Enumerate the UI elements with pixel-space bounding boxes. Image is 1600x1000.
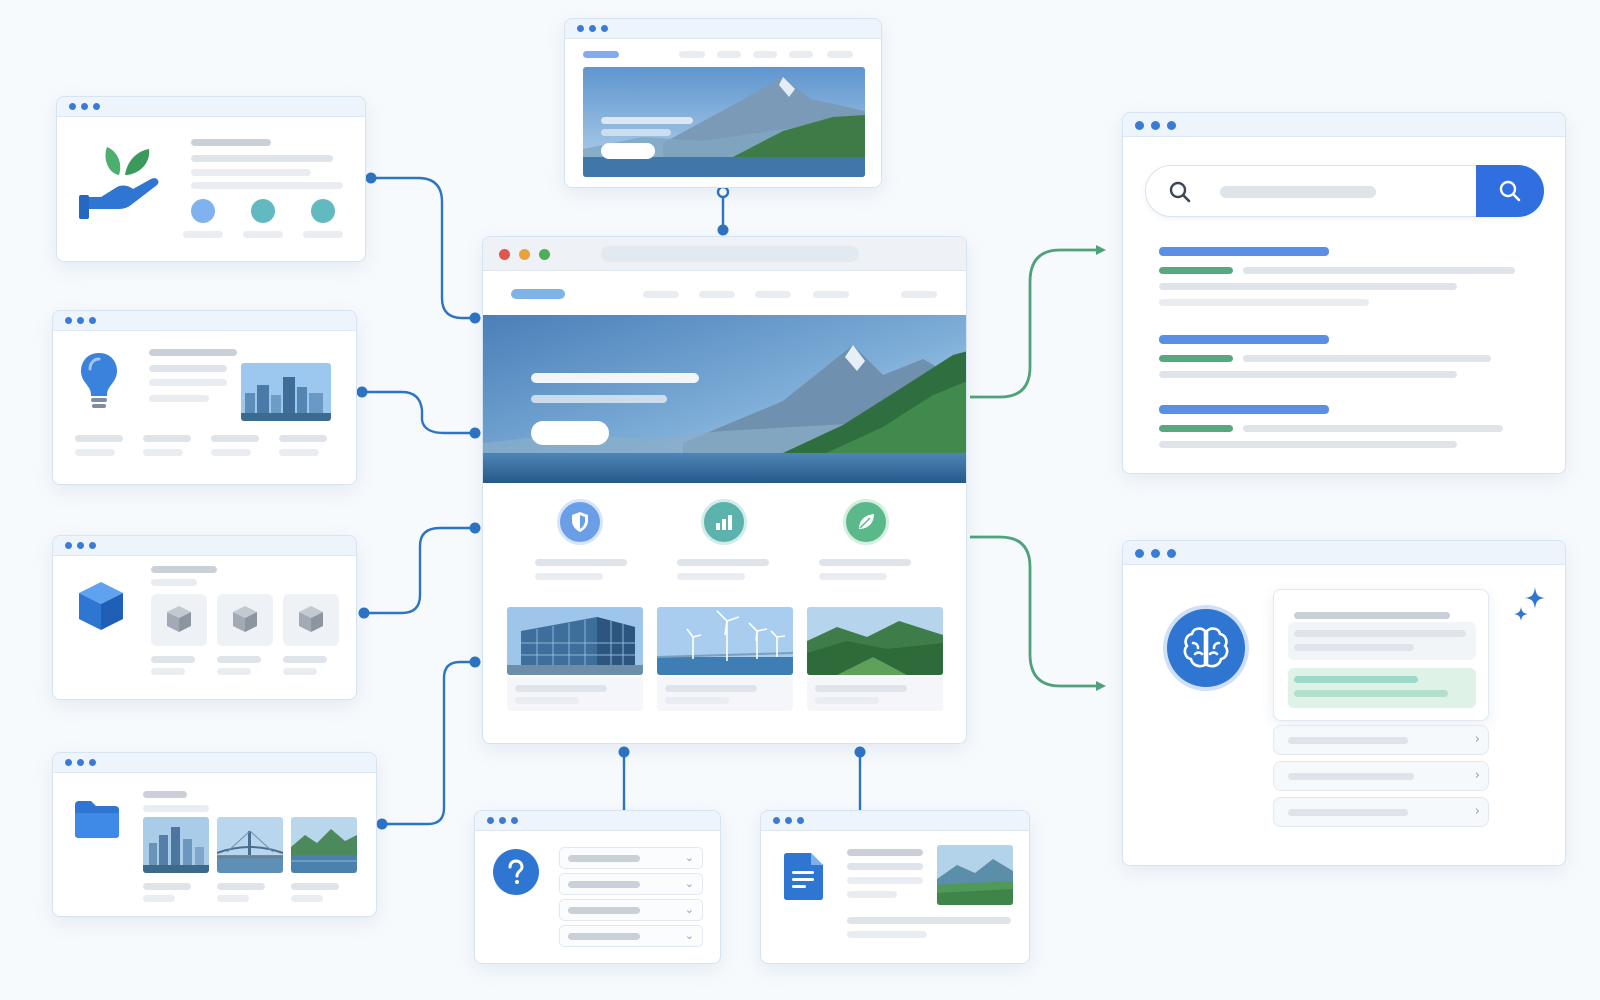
shield-icon bbox=[557, 499, 603, 545]
city-skyline-photo bbox=[241, 363, 331, 421]
window-titlebar bbox=[1123, 113, 1565, 137]
leaf-icon bbox=[843, 499, 889, 545]
faq-row[interactable]: ⌄ bbox=[559, 899, 703, 921]
main-website-window bbox=[482, 236, 967, 744]
ideas-window bbox=[52, 310, 357, 485]
connector-ideas bbox=[362, 390, 475, 435]
suggestion-row[interactable]: › bbox=[1273, 725, 1489, 755]
bar-chart-icon bbox=[701, 499, 747, 545]
bridge-photo bbox=[217, 817, 283, 873]
window-titlebar bbox=[565, 19, 881, 39]
hero-cta-button[interactable] bbox=[601, 143, 655, 159]
connector-product bbox=[364, 526, 475, 615]
nav-link[interactable] bbox=[901, 291, 937, 298]
landscape-photo[interactable] bbox=[937, 845, 1013, 905]
feature-dot bbox=[251, 199, 275, 223]
nav-link[interactable] bbox=[813, 291, 849, 298]
result-title-link[interactable] bbox=[1159, 335, 1329, 344]
lake-photo bbox=[291, 817, 357, 873]
top-preview-window bbox=[564, 18, 882, 188]
close-dot[interactable] bbox=[499, 249, 510, 260]
site-logo[interactable] bbox=[511, 289, 565, 299]
feature-dot bbox=[191, 199, 215, 223]
chevron-right-icon: › bbox=[1474, 732, 1480, 747]
nav-link[interactable] bbox=[699, 291, 735, 298]
search-button[interactable] bbox=[1476, 165, 1544, 217]
faq-row[interactable]: ⌄ bbox=[559, 873, 703, 895]
suggestion-row[interactable]: › bbox=[1273, 797, 1489, 827]
window-titlebar bbox=[57, 97, 365, 117]
faq-window: ⌄ ⌄ ⌄ ⌄ bbox=[474, 810, 721, 964]
suggestion-row[interactable]: › bbox=[1273, 761, 1489, 791]
document-icon bbox=[783, 851, 825, 901]
result-title-link[interactable] bbox=[1159, 247, 1329, 256]
folder-icon bbox=[73, 799, 121, 839]
address-bar[interactable] bbox=[601, 246, 859, 262]
window-titlebar bbox=[53, 753, 376, 773]
feature-dot bbox=[311, 199, 335, 223]
window-titlebar bbox=[53, 536, 356, 556]
connector-files bbox=[382, 660, 475, 826]
nav-link[interactable] bbox=[643, 291, 679, 298]
chevron-right-icon: › bbox=[1474, 768, 1480, 783]
chevron-down-icon: ⌄ bbox=[684, 851, 694, 864]
question-icon bbox=[493, 849, 539, 895]
chat-panel bbox=[1273, 589, 1489, 721]
maximize-dot[interactable] bbox=[539, 249, 550, 260]
lightbulb-icon bbox=[77, 349, 121, 411]
product-window bbox=[52, 535, 357, 700]
hero-button[interactable] bbox=[531, 421, 609, 445]
faq-row[interactable]: ⌄ bbox=[559, 847, 703, 869]
glass-building-photo[interactable] bbox=[507, 607, 643, 675]
connector-ai bbox=[970, 535, 1106, 691]
search-results-window bbox=[1122, 112, 1566, 474]
window-titlebar bbox=[1123, 541, 1565, 565]
forest-valley-photo[interactable] bbox=[807, 607, 943, 675]
grey-cube-icon bbox=[297, 604, 325, 634]
hero-banner bbox=[483, 315, 966, 483]
search-icon bbox=[1168, 180, 1192, 204]
window-titlebar bbox=[53, 311, 356, 331]
grey-cube-icon bbox=[231, 604, 259, 634]
browser-titlebar bbox=[483, 237, 966, 271]
wind-turbines-photo[interactable] bbox=[657, 607, 793, 675]
city-photo bbox=[143, 817, 209, 873]
window-titlebar bbox=[761, 811, 1029, 831]
chevron-down-icon: ⌄ bbox=[684, 877, 694, 890]
files-window bbox=[52, 752, 377, 917]
minimize-dot[interactable] bbox=[519, 249, 530, 260]
faq-row[interactable]: ⌄ bbox=[559, 925, 703, 947]
chevron-down-icon: ⌄ bbox=[684, 903, 694, 916]
brain-icon bbox=[1163, 605, 1249, 691]
connector-search bbox=[970, 245, 1106, 399]
sustainability-window bbox=[56, 96, 366, 262]
nav-link[interactable] bbox=[755, 291, 791, 298]
hand-with-leaf-icon bbox=[77, 135, 167, 225]
window-titlebar bbox=[475, 811, 720, 831]
grey-cube-icon bbox=[165, 604, 193, 634]
chevron-right-icon: › bbox=[1474, 804, 1480, 819]
ai-assistant-window: › › › bbox=[1122, 540, 1566, 866]
search-input[interactable] bbox=[1145, 165, 1544, 217]
cube-icon bbox=[73, 578, 129, 634]
connector-sustainability bbox=[371, 176, 475, 320]
chevron-down-icon: ⌄ bbox=[684, 929, 694, 942]
result-title-link[interactable] bbox=[1159, 405, 1329, 414]
document-window bbox=[760, 810, 1030, 964]
sparkle-icon bbox=[1511, 585, 1547, 625]
